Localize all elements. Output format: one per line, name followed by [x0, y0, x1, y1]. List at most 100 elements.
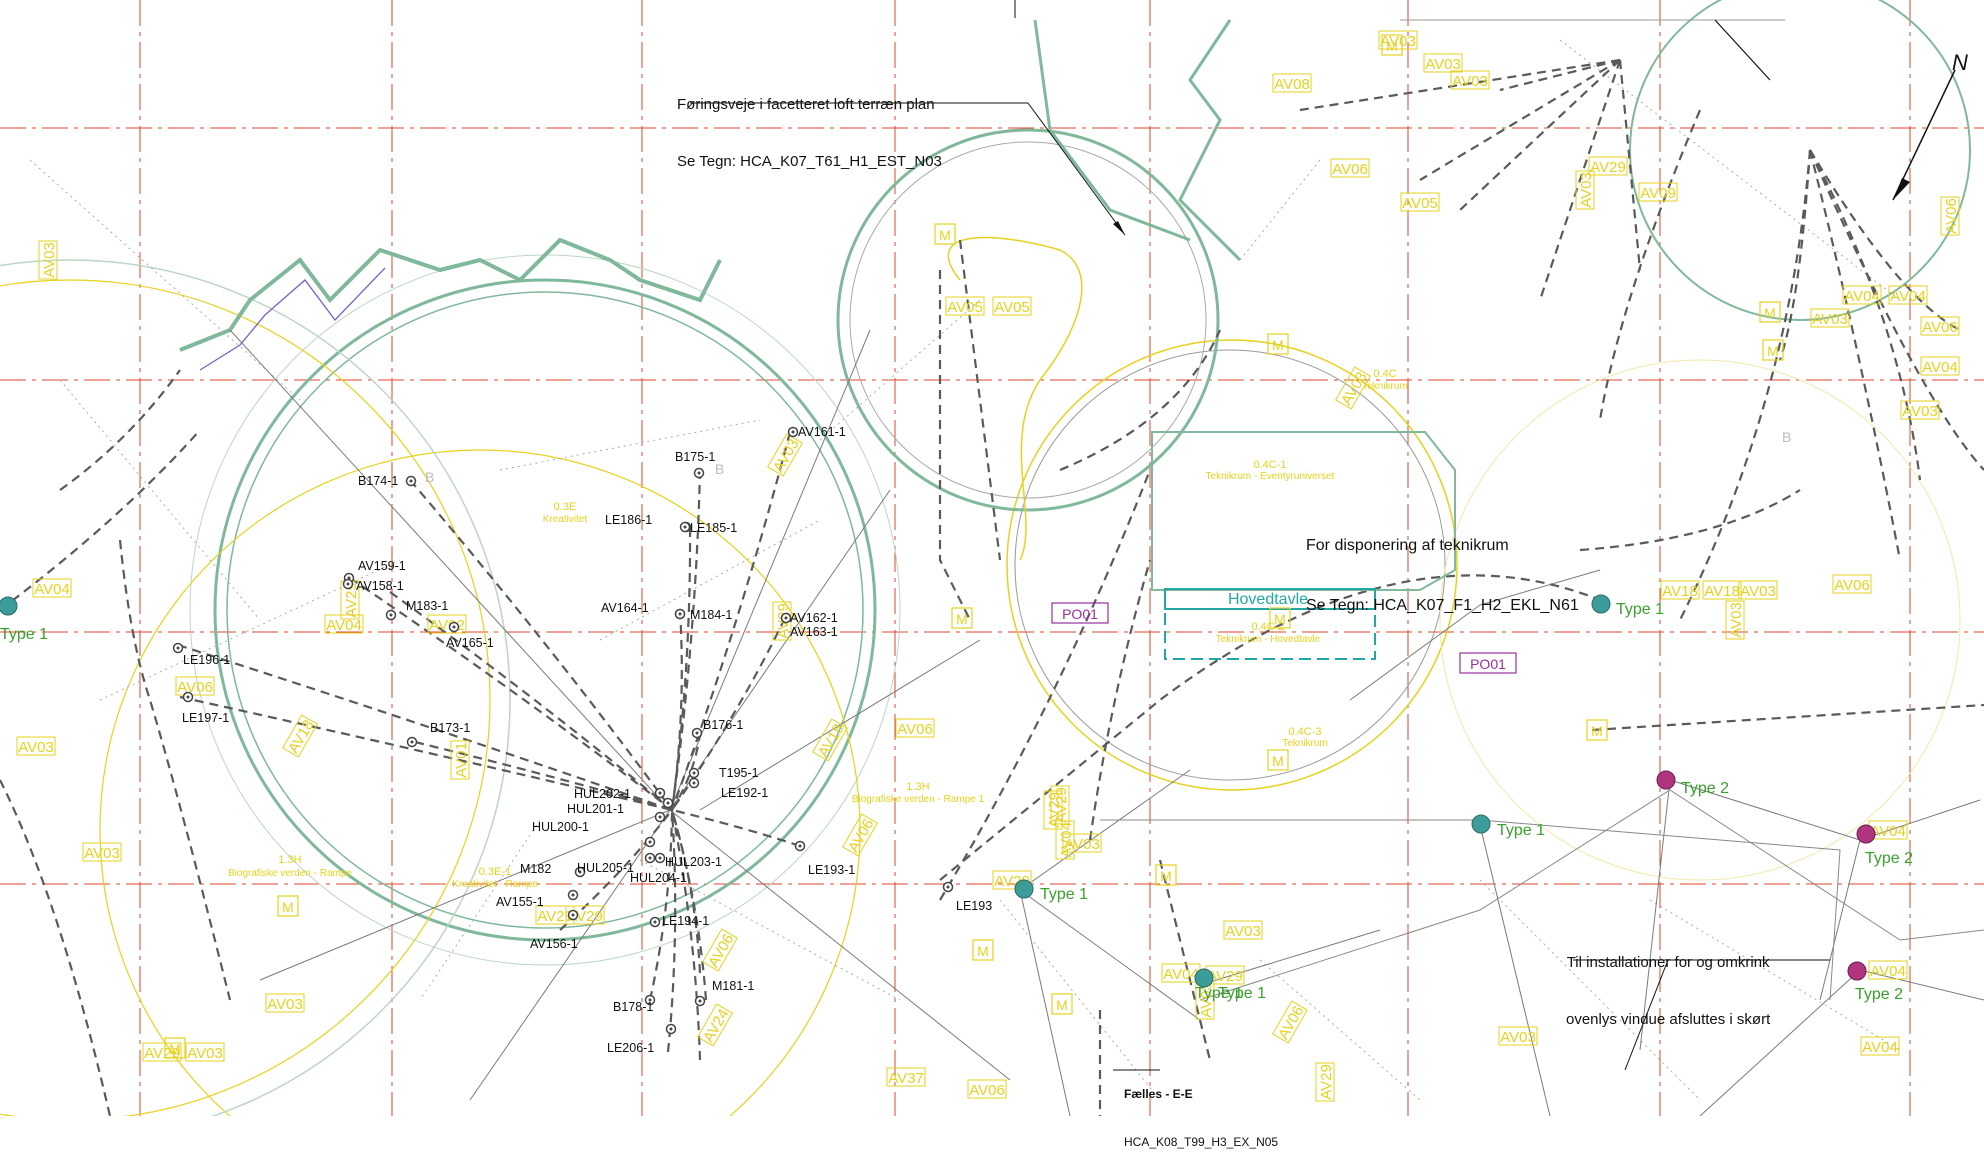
av-tag: AV04 [1055, 820, 1075, 860]
av-tag-label: AV24 [700, 1006, 733, 1045]
grid-lines [0, 0, 1984, 1116]
av-tag-label: AV03 [1578, 172, 1595, 208]
cable-route [939, 574, 1601, 881]
av-tag: AV09 [1638, 182, 1678, 202]
av-tag: AV06 [1272, 1000, 1308, 1044]
teknikrum3-code: 0.4C-3 [1288, 726, 1321, 738]
point-marker-dot [695, 731, 699, 735]
point-label: M182 [520, 862, 551, 876]
av-tag-box [812, 718, 848, 762]
dotted-line [639, 859, 901, 1001]
av-tag-box [967, 1079, 1007, 1099]
av-tag-box [1900, 400, 1940, 420]
dotted-line [1649, 899, 1901, 1051]
av-tag-box [1725, 600, 1745, 640]
cable-route [1158, 859, 1212, 1061]
av-tag-label: AV03 [187, 1045, 223, 1062]
cable-route [1808, 149, 1902, 561]
av-tag-box [1062, 833, 1102, 853]
point-marker-dot [683, 525, 687, 529]
av-tag-label: AV08 [1274, 76, 1310, 93]
cable-route [1538, 59, 1622, 301]
av-tag: AV37 [886, 1067, 926, 1087]
cable-route [409, 479, 673, 811]
av-tag-label: AV06 [1943, 198, 1960, 234]
point-label: HUL200-1 [532, 820, 589, 834]
skylight-note: Til installationer for og omkrink ovenly… [1566, 915, 1770, 1048]
m-tag-label: M [1767, 343, 1779, 359]
av-tag-label: AV03 [1500, 1029, 1536, 1046]
av-tag: AV03 [82, 842, 122, 862]
cable-route [666, 809, 677, 1053]
av-tag-box [1050, 785, 1070, 825]
cable-route [1808, 149, 1984, 471]
point-marker-dot [666, 801, 670, 805]
thin-line [1859, 799, 1981, 841]
av-tag: AV06 [1920, 316, 1960, 336]
thin-line [1859, 969, 1984, 1001]
av-tag-box [1335, 366, 1371, 410]
av-tag-box [1660, 580, 1700, 600]
m-tag-label: M [939, 227, 951, 243]
fixture-node-type2 [1847, 961, 1867, 981]
av-tag-label: AV04 [326, 617, 362, 634]
av-tag-label: AV04 [1163, 966, 1199, 983]
av-tag: AV06 [1832, 574, 1872, 594]
m-tag-label: M [1160, 868, 1172, 884]
yellow-sweep-arc [99, 449, 861, 1116]
av-tag-box [82, 842, 122, 862]
po-tag-box [1459, 652, 1517, 674]
fixture-node-type2 [1856, 824, 1876, 844]
cable-route [670, 609, 683, 811]
av-tag: AV08 [1272, 73, 1312, 93]
av-tag-box [1588, 156, 1628, 176]
av-tag-label: AV05 [1402, 195, 1438, 212]
point-marker-dot [698, 999, 702, 1003]
thin-line [1699, 969, 1861, 1116]
av-tag: AV05 [1400, 192, 1440, 212]
cable-route [1679, 149, 1812, 621]
point-label: LE194-1 [662, 914, 709, 928]
av-tag: AV03 [1575, 170, 1595, 210]
thin-line [1349, 604, 1481, 701]
av-tag-label: AV04 [1058, 822, 1075, 858]
north-label: N [1952, 50, 1968, 75]
m-tag-label: M [956, 611, 968, 627]
av-tag-label: AV09 [1640, 185, 1676, 202]
point-label: B173-1 [430, 721, 470, 735]
point-marker-dot [791, 430, 795, 434]
av-tag-box [842, 813, 878, 857]
av-tag-label: AV29 [1590, 159, 1626, 176]
dotted-line [1479, 879, 1701, 1101]
walls [0, 0, 1971, 1116]
point-label: AV162-1 [790, 611, 838, 625]
av-tag: AV01 [450, 740, 470, 780]
av-tag-label: AV04 [1870, 823, 1906, 840]
m-tag-label: M [169, 1041, 181, 1057]
bio-left-name: Biografiske verden - Rampe [228, 868, 352, 879]
m-tag-box [951, 607, 973, 629]
cable-route [939, 469, 1152, 901]
cable-route [1598, 109, 1702, 421]
fixture-type-label: Type 1 [1195, 985, 1243, 1002]
point-marker-dot [697, 471, 701, 475]
av-tag-label: AV03 [84, 845, 120, 862]
point-label: LE197-1 [182, 711, 229, 725]
fixture-node-type2 [1656, 770, 1676, 790]
point-marker-dot [798, 844, 802, 848]
point-marker-dot [578, 870, 582, 874]
point-marker-dot [452, 625, 456, 629]
fixture-type-label: Type 1 [1218, 985, 1266, 1002]
bio-mid-code: 1.3H [906, 781, 929, 793]
av-tag-box [1575, 170, 1595, 210]
av-tag-box [1888, 285, 1928, 305]
point-marker-dot [692, 771, 696, 775]
fixture-type-label: Type 2 [1681, 780, 1729, 797]
av-tag: AV03 [185, 1042, 225, 1062]
av-tag-box [450, 740, 470, 780]
tech-room-circle [1014, 349, 1446, 781]
av-tag: AV04 [1868, 960, 1908, 980]
point-marker-dot [669, 1027, 673, 1031]
north-arrow-head [1893, 178, 1910, 200]
